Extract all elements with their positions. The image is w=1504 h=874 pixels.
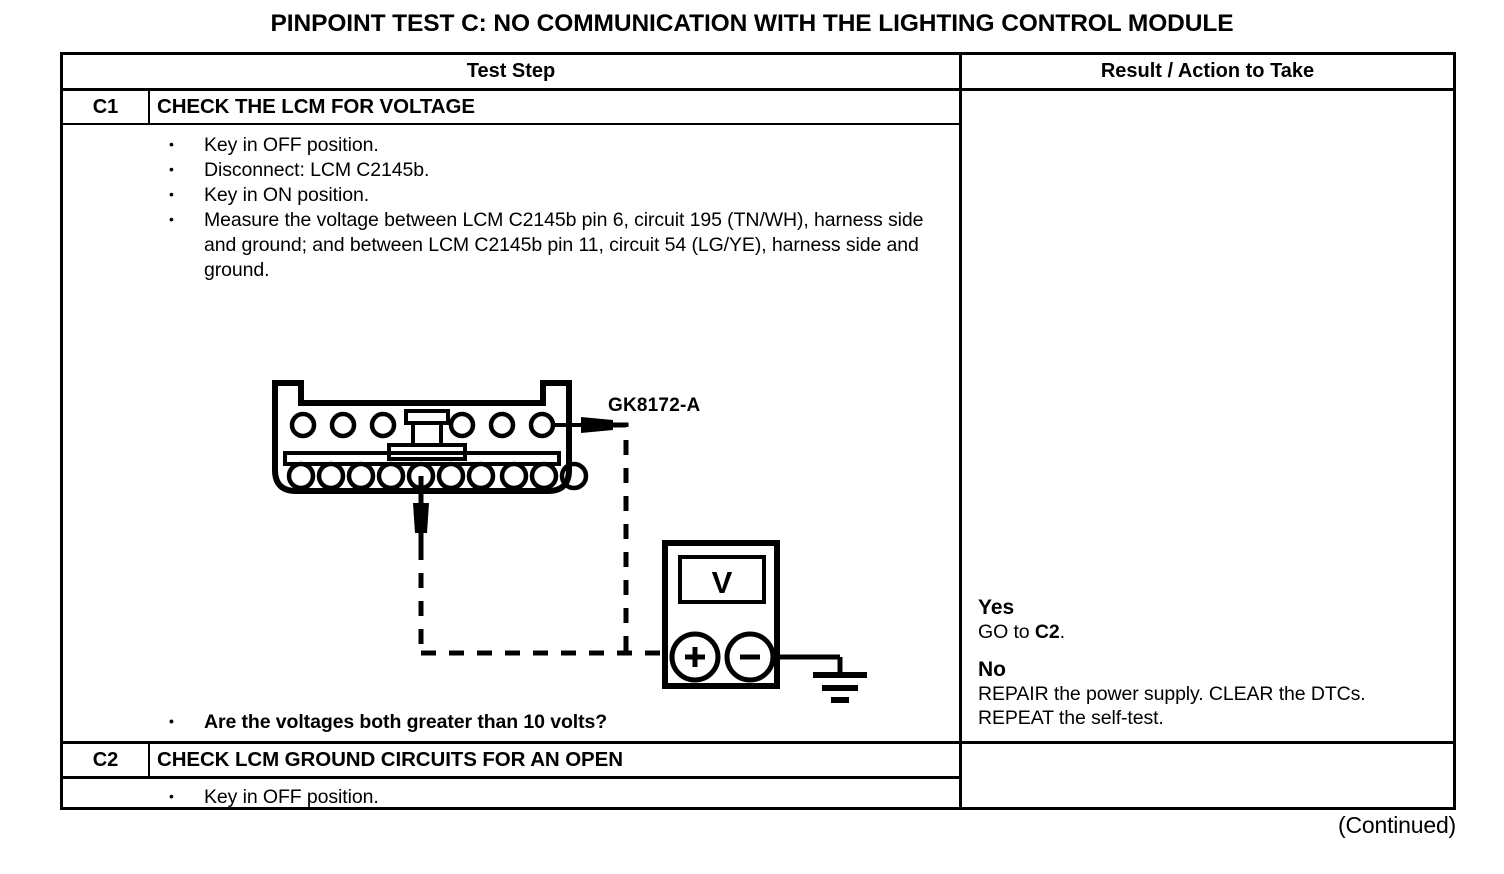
c1-heading-bottom-rule (63, 123, 959, 125)
result-yes-label: Yes (978, 596, 1015, 619)
voltmeter-display-symbol: V (712, 565, 733, 600)
list-item: Disconnect: LCM C2145b. (157, 157, 947, 183)
result-yes-suffix: . (1059, 621, 1065, 643)
list-item: Key in ON position. (157, 182, 947, 208)
c1-code-cell-divider (148, 91, 150, 123)
c1-bullet-list: Key in OFF position. Disconnect: LCM C21… (157, 132, 947, 283)
page-title: PINPOINT TEST C: NO COMMUNICATION WITH T… (270, 10, 1234, 37)
pinpoint-test-table: Test Step Result / Action to Take C1 CHE… (60, 52, 1456, 810)
result-yes-prefix: GO to (978, 621, 1035, 643)
c2-bullet-list: Key in OFF position. (157, 784, 947, 810)
header-bottom-rule (63, 88, 1453, 91)
list-item: Key in OFF position. (157, 132, 947, 158)
c1-result-block: Yes GO to C2. No REPAIR the power supply… (978, 595, 1433, 730)
c2-heading-bottom-rule (63, 776, 959, 779)
c2-code-cell-divider (148, 744, 150, 776)
list-item: Measure the voltage between LCM C2145b p… (157, 207, 947, 283)
step-heading-c1: CHECK THE LCM FOR VOLTAGE (157, 95, 475, 118)
column-divider (959, 55, 962, 807)
column-header-test-step: Test Step (466, 60, 556, 82)
result-no-label: No (978, 658, 1006, 681)
result-no-text: REPAIR the power supply. CLEAR the DTCs.… (978, 683, 1366, 729)
step-code-c1: C1 (92, 96, 119, 118)
list-item: Key in OFF position. (157, 784, 947, 810)
c1-question-list: Are the voltages both greater than 10 vo… (157, 709, 947, 735)
step-code-c2: C2 (92, 749, 119, 771)
list-item: Are the voltages both greater than 10 vo… (157, 709, 947, 735)
result-yes-text: GO to C2. (978, 620, 1433, 644)
figure-caption: GK8172-A (608, 395, 701, 416)
column-header-result-action: Result / Action to Take (1100, 60, 1315, 82)
step-heading-c2: CHECK LCM GROUND CIRCUITS FOR AN OPEN (157, 748, 623, 771)
result-spacer (978, 644, 1433, 657)
table-header-row: Test Step Result / Action to Take (63, 55, 1453, 88)
footer-continued: (Continued) (1338, 812, 1456, 838)
c1-c2-separator-rule (63, 741, 1453, 744)
result-yes-target: C2 (1034, 621, 1060, 643)
test-figure-gk8172-a: V (213, 375, 1013, 745)
